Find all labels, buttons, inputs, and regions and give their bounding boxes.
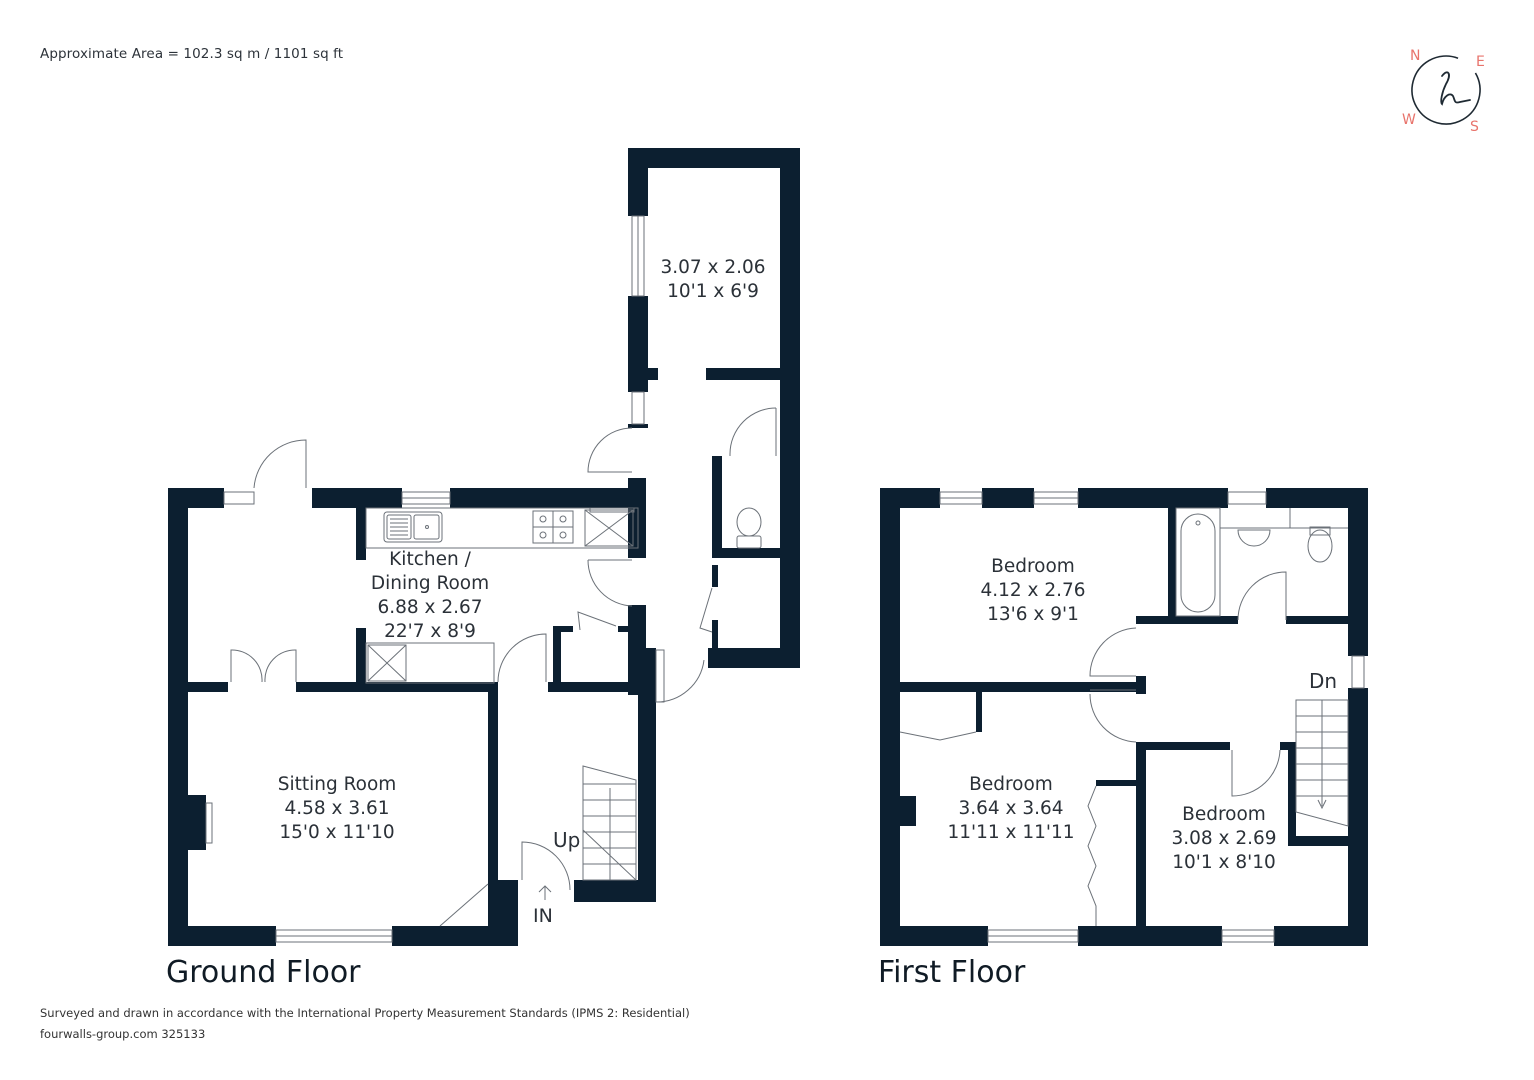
- room-label-annex: 3.07 x 2.06 10'1 x 6'9: [660, 256, 765, 304]
- entrance-label: IN: [533, 905, 553, 927]
- stairs-down-label: Dn: [1309, 669, 1338, 693]
- room-name: Kitchen /: [389, 549, 471, 570]
- room-imperial: 10'1 x 6'9: [667, 281, 759, 302]
- room-metric: 4.58 x 3.61: [284, 798, 390, 819]
- room-name-line2: Dining Room: [370, 573, 490, 594]
- ground-floor-walls: [168, 148, 800, 946]
- svg-text:W: W: [1402, 112, 1416, 128]
- svg-text:S: S: [1470, 119, 1479, 135]
- room-metric: 3.07 x 2.06: [660, 257, 766, 278]
- compass-icon: N E S W: [1402, 48, 1485, 135]
- reference-note: fourwalls-group.com 325133: [40, 1027, 206, 1041]
- room-name: Bedroom: [969, 774, 1053, 795]
- room-name: Sitting Room: [277, 774, 397, 795]
- room-name: Bedroom: [1182, 804, 1266, 825]
- room-metric: 3.64 x 3.64: [958, 798, 1064, 819]
- room-label-bedroom-3: Bedroom 3.08 x 2.69 10'1 x 8'10: [1171, 803, 1276, 875]
- ground-floor-fixtures: [205, 215, 777, 943]
- room-imperial: 13'6 x 9'1: [987, 604, 1079, 625]
- room-imperial: 22'7 x 8'9: [384, 621, 476, 642]
- ground-floor-title: Ground Floor: [166, 955, 361, 990]
- room-imperial: 10'1 x 8'10: [1172, 852, 1276, 873]
- room-label-bedroom-1: Bedroom 4.12 x 2.76 13'6 x 9'1: [980, 555, 1085, 627]
- first-floor-fixtures: [899, 491, 1365, 943]
- room-name: Bedroom: [991, 556, 1075, 577]
- svg-text:N: N: [1410, 48, 1420, 64]
- room-imperial: 15'0 x 11'10: [279, 822, 395, 843]
- first-floor-walls: [880, 488, 1368, 946]
- svg-text:E: E: [1476, 54, 1485, 70]
- room-label-kitchen-dining: Kitchen / Dining Room 6.88 x 2.67 22'7 x…: [371, 548, 489, 644]
- room-label-bedroom-2: Bedroom 3.64 x 3.64 11'11 x 11'11: [947, 773, 1074, 845]
- standards-note: Surveyed and drawn in accordance with th…: [40, 1006, 690, 1020]
- room-metric: 4.12 x 2.76: [980, 580, 1086, 601]
- room-metric: 6.88 x 2.67: [377, 597, 483, 618]
- approximate-area-label: Approximate Area = 102.3 sq m / 1101 sq …: [40, 46, 344, 62]
- room-imperial: 11'11 x 11'11: [947, 822, 1075, 843]
- compass-logo: N E S W: [1398, 44, 1494, 140]
- room-label-sitting-room: Sitting Room 4.58 x 3.61 15'0 x 11'10: [278, 773, 397, 845]
- stairs-up-label: Up: [553, 828, 581, 852]
- room-metric: 3.08 x 2.69: [1171, 828, 1277, 849]
- first-floor-title: First Floor: [878, 955, 1026, 990]
